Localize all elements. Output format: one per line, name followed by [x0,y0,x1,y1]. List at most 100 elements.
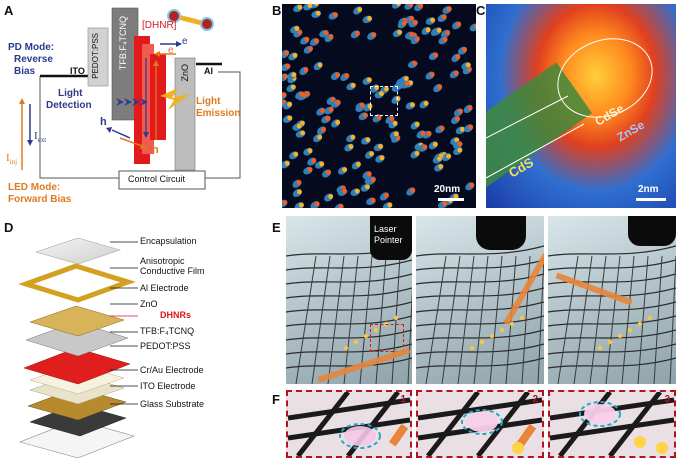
nanorod-core [418,4,424,9]
layer-label-pedot: PEDOT:PSS [140,341,191,351]
nanorod-core [354,30,360,36]
nanorod-core [378,143,383,149]
nanorod-core [342,167,348,173]
pixel-dot [499,327,505,333]
nanorod-core [348,144,354,149]
electrode-line [286,343,412,355]
layer-label-conductive-film: Conductive Film [140,266,205,276]
electrode-line [286,259,412,271]
nanorod-core [439,125,445,131]
nanorod-core [455,116,460,122]
nanorod-core [433,52,438,58]
iinj-label: Iinj [6,152,17,166]
nanorod-core [321,127,326,132]
nanorod-core [412,60,418,66]
laser-text-1: Laser [374,224,397,234]
electrode-line [375,255,387,384]
nanorod-core [396,4,402,7]
nanorod-core [299,91,305,97]
circuit-wire-left [39,76,120,179]
nanorod-core [453,70,459,76]
zoom-box [370,86,398,116]
lightning-icon [160,88,190,110]
nanorod-core [468,124,473,130]
pixel-dot [617,333,623,339]
pedot-label: PEDOT:PSS [91,33,100,79]
led-mode-text: LED Mode: [8,182,61,193]
nanorod-core [325,115,331,121]
nanorod-core [296,123,302,129]
nanorod-core [282,92,287,98]
electrode-line [416,301,544,313]
electrode-line [537,255,544,384]
chevron-icon [116,98,124,106]
nanorod-core [338,204,344,208]
pd-mode-text: PD Mode: [8,42,55,53]
nanorod-core [335,100,340,106]
ito-label: ITO [70,66,85,76]
tfb-label: TFB:F₄TCNQ [118,16,128,71]
layer-label-anisotropic: Anisotropic [140,256,185,266]
zno-bar [174,57,196,171]
closeup-traces-1 [288,392,410,456]
nanorod-core [291,72,297,78]
bias-text: Bias [14,66,36,77]
iext-label: Iext [34,130,46,144]
pixel-dot [597,345,603,351]
nanorod-core [307,46,313,52]
nanorod-core [350,82,356,88]
chevron-icon [124,98,132,106]
light-detection-text-2: Detection [46,100,92,111]
nanorod-core [458,108,463,114]
nanorod-core [328,194,334,199]
nanorod-dot [293,4,303,13]
nanorod-core [397,29,402,35]
nanorod-core [298,202,304,208]
nanorod-core [314,4,319,7]
electrode-line [441,255,461,384]
pixel-dot [363,333,369,339]
chevron-icon [140,98,148,106]
hrtem-image: CdSe ZnSe CdS 2nm [486,4,676,208]
electrode-line [457,255,475,384]
nanorod-core [285,63,291,69]
acf-layer [18,263,136,303]
dhnr-inner [150,54,166,140]
nanorod-core [317,62,323,68]
al-label: Al [204,66,213,76]
pixel-dot [343,345,349,351]
pd-mode-label: PD Mode: Reverse Bias [8,42,54,78]
nanorod-core [307,148,313,154]
nanorod-core [367,103,373,109]
nanorod-core [335,120,341,125]
nanorod-core [370,197,376,203]
closeup-f3: 3 [548,390,676,458]
nanorod-core [293,151,299,157]
pixel-dot [647,315,653,321]
nanorod-core [465,62,471,68]
nanorod-core [297,29,303,35]
electrode-line [548,259,676,271]
nanorod-core [350,134,356,140]
iext-text: I [34,130,38,142]
nanorod-core [414,36,420,42]
hole-arrow-forward [119,137,143,147]
pixel-dot [373,327,379,333]
layer-label-zno: ZnO [140,299,158,309]
electrode-line [548,343,676,355]
nanorod-core [437,156,442,162]
nanorod-core [296,180,302,186]
nanorod-core [314,38,319,44]
pixel-dot [353,339,359,345]
electrode-line [286,287,412,299]
nanorod-core [319,161,325,167]
tfb-bar [111,7,139,121]
nanorod-core [287,101,293,107]
electrode-grid-1 [286,245,412,384]
nanorod-core [282,73,288,79]
nanorod-core [384,86,389,92]
nanorod-core [420,130,426,136]
frame-number-2: 2 [532,394,538,405]
scale-bar-b [438,198,464,201]
nanorod-core [460,126,465,132]
